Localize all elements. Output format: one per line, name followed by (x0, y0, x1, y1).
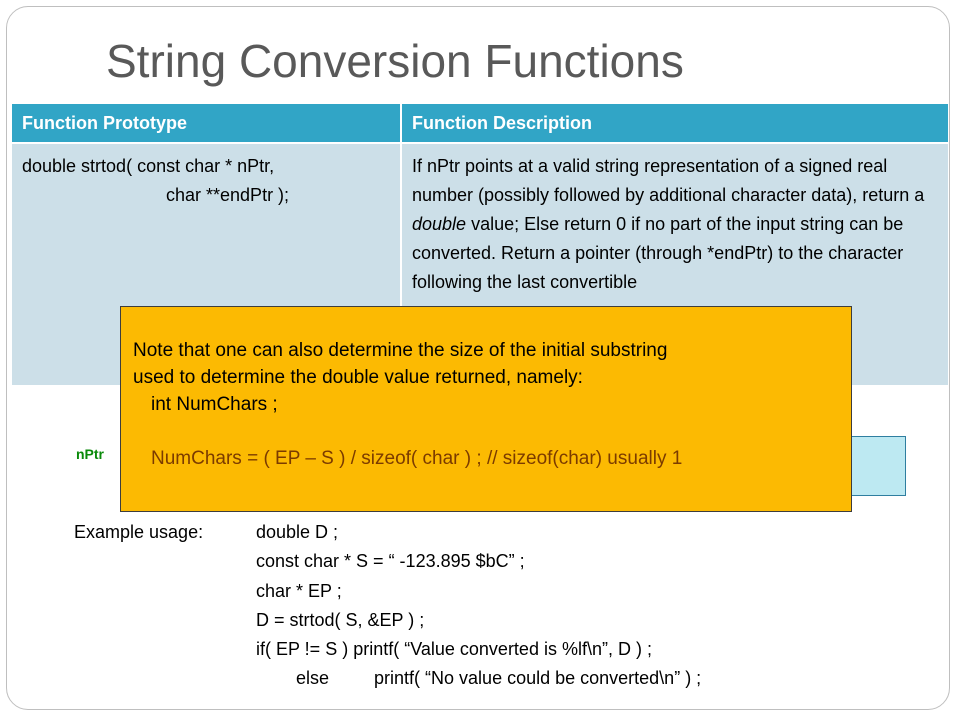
prototype-line-2: char **endPtr ); (166, 185, 290, 205)
header-function-description: Function Description (401, 104, 948, 143)
note-spacer (133, 418, 841, 445)
table-header-row: Function Prototype Function Description (12, 104, 948, 143)
example-label: Example usage: (74, 522, 204, 542)
header-function-prototype: Function Prototype (12, 104, 402, 143)
code-line: double D ; (256, 522, 339, 542)
code-line: char * EP ; (256, 580, 342, 601)
memory-cell-box (848, 436, 906, 496)
note-line-4: NumChars = ( EP – S ) / sizeof( char ) ;… (151, 448, 683, 469)
slide-title: String Conversion Functions (106, 35, 684, 87)
code-line: const char * S = “ -123.895 $bC” ; (256, 551, 525, 572)
note-callout: Note that one can also determine the siz… (120, 306, 852, 512)
nptr-label: nPtr (76, 446, 104, 462)
code-line-else: else printf( “No value could be converte… (256, 664, 701, 693)
description-italic-double: double (412, 214, 467, 234)
note-line-1: Note that one can also determine the siz… (133, 340, 668, 361)
note-line-2: used to determine the double value retur… (133, 367, 583, 388)
code-line-else-text: else printf( “No value could be converte… (296, 668, 702, 689)
code-line: D = strtod( S, &EP ) ; (256, 609, 425, 630)
prototype-line-1: double strtod( const char * nPtr, (22, 156, 275, 176)
description-part-1: If nPtr points at a valid string represe… (412, 156, 925, 205)
example-code: double D ; const char * S = “ -123.895 $… (256, 518, 701, 694)
description-part-2: value; Else return 0 if no part of the i… (412, 214, 904, 292)
code-line: if( EP != S ) printf( “Value converted i… (256, 639, 652, 660)
note-line-3: int NumChars ; (151, 394, 278, 415)
